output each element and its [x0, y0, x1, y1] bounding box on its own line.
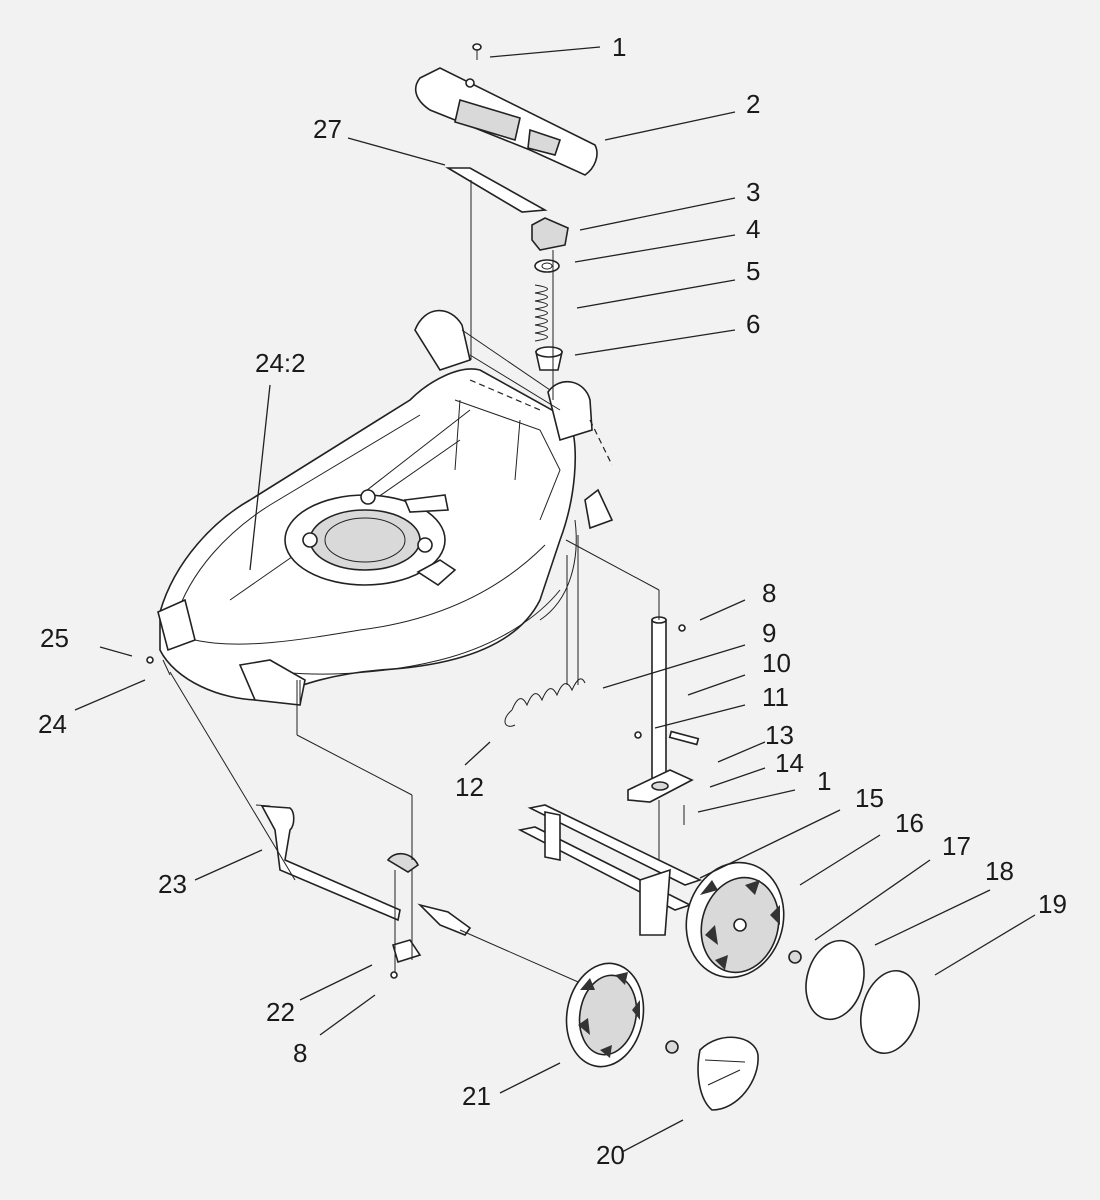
wheel-nut-front [665, 1040, 679, 1054]
hub-cap-disc [860, 969, 920, 1055]
bushing [535, 346, 563, 371]
callout-11: 11 [762, 682, 789, 712]
front-linkage-lines [169, 671, 586, 986]
callout-22: 22 [266, 997, 295, 1027]
front-axle-rod [255, 804, 472, 936]
callout-labels: 1 2 27 3 4 5 6 24:2 8 9 10 11 25 24 13 1… [38, 32, 1067, 1170]
front-clamp [386, 852, 422, 979]
callout-23: 23 [158, 869, 187, 899]
callout-19: 19 [1038, 889, 1067, 919]
rear-wheel [685, 861, 785, 979]
adjust-bracket [627, 769, 694, 803]
callout-16: 16 [895, 808, 924, 838]
switch-block [531, 217, 569, 251]
rear-axle [517, 804, 703, 936]
return-spring [504, 535, 586, 727]
callout-8-right: 8 [762, 578, 776, 608]
callout-15: 15 [855, 783, 884, 813]
small-screws-right [634, 624, 700, 825]
callout-27: 27 [313, 114, 342, 144]
front-hub-cap [697, 1036, 759, 1111]
mower-deck [157, 309, 614, 706]
callout-4: 4 [746, 214, 760, 244]
label-plate [445, 167, 548, 213]
small-screws-left [146, 656, 171, 676]
callout-13: 13 [765, 720, 794, 750]
callout-6: 6 [746, 309, 760, 339]
wheel-nut-rear [788, 950, 802, 964]
callout-24-2: 24:2 [255, 348, 306, 378]
washer [534, 259, 560, 273]
leader-lines [74, 46, 1036, 1153]
front-wheel [565, 962, 645, 1068]
callout-17: 17 [942, 831, 971, 861]
spring-upper [534, 284, 548, 342]
callout-5: 5 [746, 256, 760, 286]
hub-cap-ring [805, 939, 865, 1021]
callout-8-left: 8 [293, 1038, 307, 1068]
handle-top-cover [414, 67, 598, 176]
callout-18: 18 [985, 856, 1014, 886]
callout-10: 10 [762, 648, 791, 678]
callout-9: 9 [762, 618, 776, 648]
height-pole [565, 539, 667, 890]
callout-24: 24 [38, 709, 67, 739]
callout-21: 21 [462, 1081, 491, 1111]
center-axis-lines [469, 180, 613, 466]
callout-3: 3 [746, 177, 760, 207]
callout-14: 14 [775, 748, 804, 778]
callout-20: 20 [596, 1140, 625, 1170]
callout-12: 12 [455, 772, 484, 802]
callout-1-mid: 1 [817, 766, 831, 796]
callout-25: 25 [40, 623, 69, 653]
callout-1-top: 1 [612, 32, 626, 62]
callout-2: 2 [746, 89, 760, 119]
screw-top [472, 43, 482, 60]
